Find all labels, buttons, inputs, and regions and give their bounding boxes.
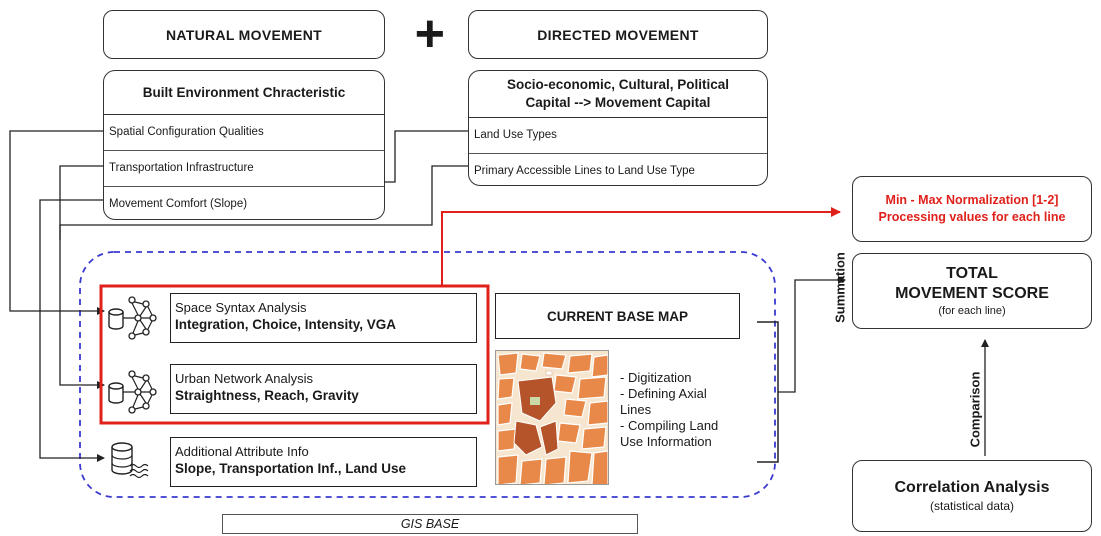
built-env-row: Movement Comfort (Slope) [109, 198, 248, 210]
space-syntax-title: Space Syntax Analysis [175, 300, 307, 315]
space-syntax-detail: Integration, Choice, Intensity, VGA [175, 317, 397, 332]
map-note: - Digitization [620, 370, 692, 385]
current-base-map-box: CURRENT BASE MAP [495, 293, 740, 339]
socio-row: Land Use Types [469, 118, 767, 154]
network-database-icon [106, 368, 158, 414]
additional-attribute-box: Additional Attribute Info Slope, Transpo… [170, 437, 477, 487]
socio-title-line1: Socio-economic, Cultural, Political [506, 77, 730, 92]
socio-row: Primary Accessible Lines to Land Use Typ… [474, 165, 695, 177]
database-waves-icon [108, 440, 160, 486]
socio-economic-title: Socio-economic, Cultural, Political Capi… [469, 71, 767, 118]
directed-movement-label: DIRECTED MOVEMENT [537, 26, 699, 43]
network-database-icon [106, 294, 158, 340]
normalization-box: Min - Max Normalization [1-2] Processing… [852, 176, 1092, 242]
built-env-row: Transportation Infrastructure [104, 151, 384, 187]
natural-movement-box: NATURAL MOVEMENT [103, 10, 385, 59]
additional-attribute-detail: Slope, Transportation Inf., Land Use [175, 461, 407, 476]
base-map-image [495, 350, 609, 485]
urban-network-title: Urban Network Analysis [175, 371, 313, 386]
gis-base-box: GIS BASE [222, 514, 638, 534]
built-env-row: Spatial Configuration Qualities [104, 115, 384, 151]
normalization-line1: Min - Max Normalization [1-2] [885, 193, 1059, 207]
normalization-line2: Processing values for each line [878, 210, 1066, 224]
map-note: - Compiling Land [620, 418, 719, 433]
space-syntax-box: Space Syntax Analysis Integration, Choic… [170, 293, 477, 343]
socio-economic-panel: Socio-economic, Cultural, Political Capi… [468, 70, 768, 186]
summation-label: Summation [832, 252, 848, 323]
plus-sign: + [414, 5, 446, 63]
urban-network-box: Urban Network Analysis Straightness, Rea… [170, 364, 477, 414]
gis-base-label: GIS BASE [400, 517, 460, 531]
correlation-analysis-box: Correlation Analysis (statistical data) [852, 460, 1092, 532]
additional-attribute-title: Additional Attribute Info [175, 444, 309, 459]
comparison-label: Comparison [967, 371, 983, 448]
current-base-map-label: CURRENT BASE MAP [546, 308, 688, 324]
directed-movement-box: DIRECTED MOVEMENT [468, 10, 768, 59]
total-movement-score-box: TOTAL MOVEMENT SCORE (for each line) [852, 253, 1092, 329]
total-line1: TOTAL [946, 265, 998, 282]
built-environment-title: Built Environment Chracteristic [104, 71, 384, 115]
total-line2: MOVEMENT SCORE [895, 285, 1049, 302]
natural-movement-label: NATURAL MOVEMENT [166, 26, 322, 43]
correlation-sub: (statistical data) [929, 499, 1015, 513]
urban-network-detail: Straightness, Reach, Gravity [175, 388, 359, 403]
correlation-title: Correlation Analysis [894, 479, 1050, 496]
map-note: Use Information [620, 434, 712, 449]
total-line3: (for each line) [938, 305, 1006, 317]
map-note: - Defining Axial [620, 386, 707, 401]
map-note: Lines [620, 402, 652, 417]
built-environment-panel: Built Environment Chracteristic Spatial … [103, 70, 385, 220]
socio-title-line2: Capital --> Movement Capital [525, 95, 711, 110]
map-notes: - Digitization - Defining Axial Lines - … [620, 370, 750, 465]
